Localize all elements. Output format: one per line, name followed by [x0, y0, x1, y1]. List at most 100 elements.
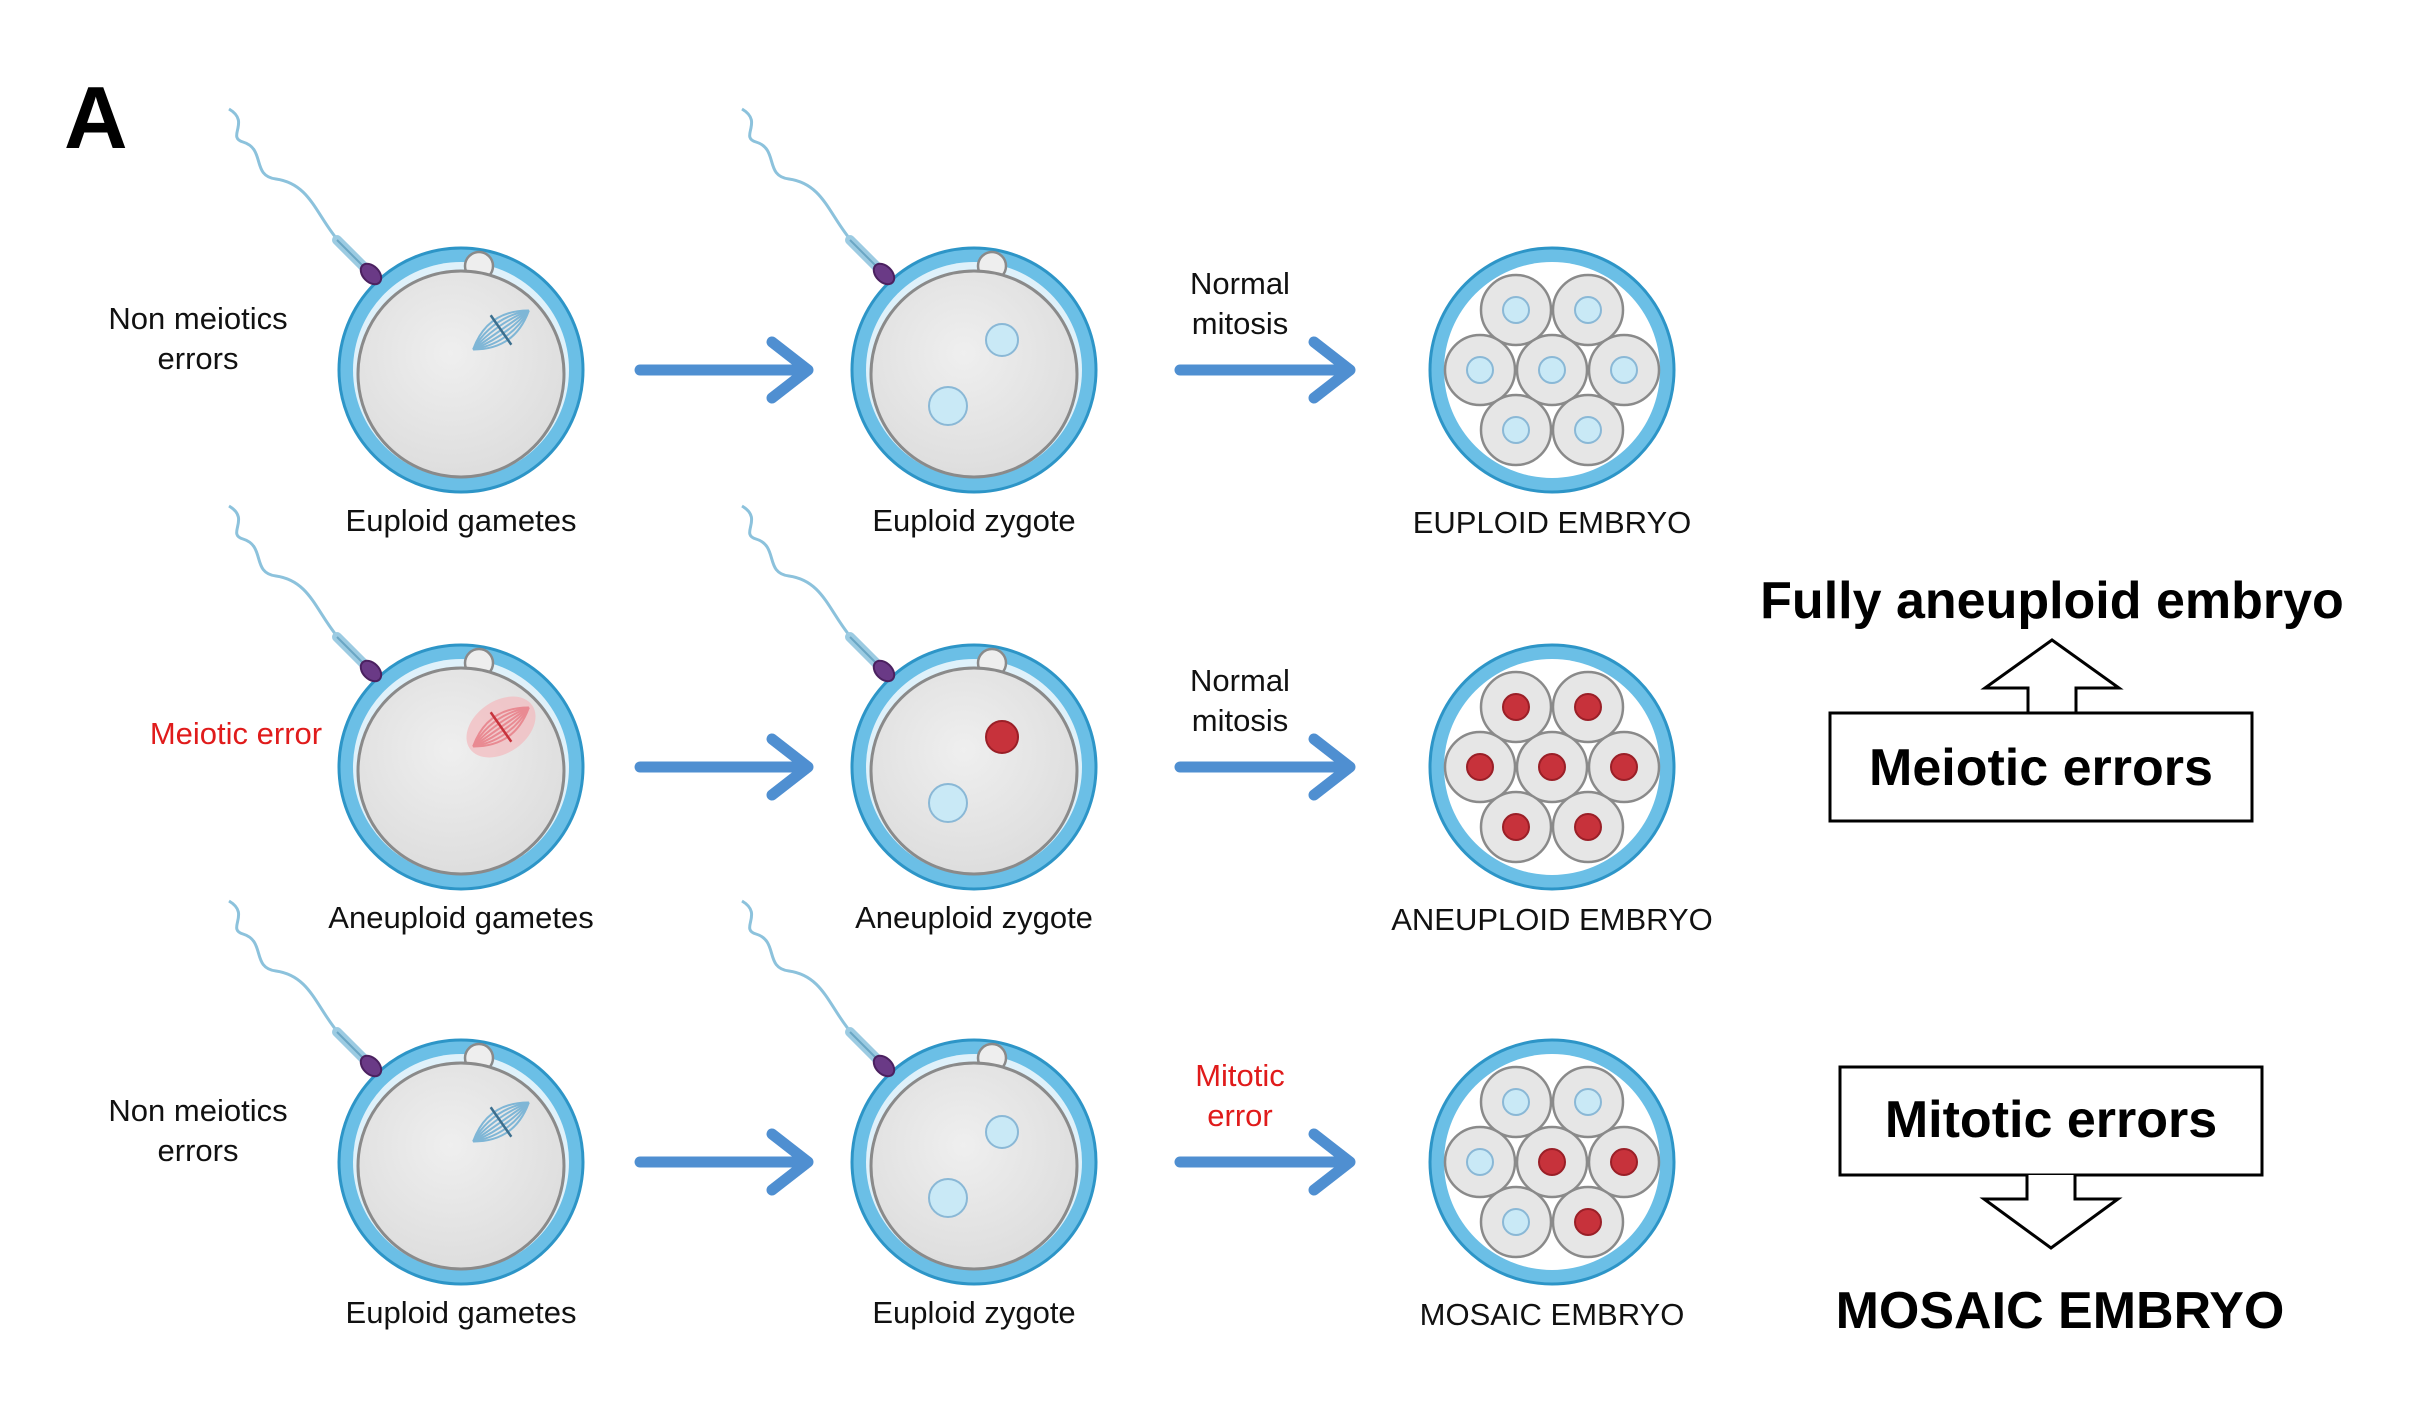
aneuploid-nucleus	[1574, 1208, 1602, 1236]
euploid-pronucleus	[928, 783, 968, 823]
arrow-head	[766, 733, 814, 801]
abnormal-spindle	[466, 696, 536, 758]
mitosis-label: Normal	[1190, 266, 1290, 301]
euploid-nucleus	[1502, 296, 1530, 324]
euploid-nucleus	[1574, 296, 1602, 324]
zygote-label: Euploid zygote	[872, 1295, 1075, 1330]
sperm-midpiece-line	[336, 636, 364, 664]
euploid-nucleus	[1502, 1088, 1530, 1116]
metaphase-plate	[489, 711, 513, 743]
euploid-nucleus	[1574, 1088, 1602, 1116]
mitosis-label: mitosis	[1192, 306, 1288, 341]
aneuploid-nucleus	[1610, 1148, 1638, 1176]
aneuploid-nucleus	[1502, 813, 1530, 841]
euploid-nucleus	[1502, 416, 1530, 444]
euploid-nucleus	[1466, 1148, 1494, 1176]
oocyte-cytoplasm	[869, 269, 1079, 479]
sperm-tail	[741, 504, 856, 642]
sperm-head	[872, 262, 896, 286]
sperm-cell	[228, 899, 383, 1078]
oocyte-cytoplasm	[356, 666, 566, 876]
process-arrow	[634, 336, 814, 404]
up-outline-arrow	[1980, 638, 2124, 713]
meiotic-spindle	[472, 1101, 530, 1143]
zygote	[741, 107, 1098, 494]
gametes-oocyte	[228, 504, 585, 891]
process-arrow	[634, 733, 814, 801]
euploid-pronucleus	[985, 323, 1019, 357]
embryo	[1428, 1038, 1676, 1286]
meiotic-errors-label: Meiotic errors	[1869, 739, 2213, 797]
zygote	[741, 504, 1098, 891]
condition-label: Non meiotics	[108, 301, 287, 336]
zygote-label: Aneuploid zygote	[855, 900, 1093, 935]
sperm-cell	[741, 107, 896, 286]
arrow-head	[766, 1128, 814, 1196]
oocyte-cytoplasm	[356, 1061, 566, 1271]
aneuploid-nucleus	[1574, 693, 1602, 721]
mitotic-result-text: MOSAIC EMBRYO	[1836, 1282, 2285, 1340]
mitosis-label: Mitotic	[1195, 1058, 1285, 1093]
gametes-oocyte	[228, 107, 585, 494]
euploid-nucleus	[1466, 356, 1494, 384]
condition-label: Meiotic error	[150, 716, 322, 751]
oocyte-cytoplasm	[869, 666, 1079, 876]
metaphase-plate	[489, 314, 513, 346]
sperm-midpiece-line	[336, 1031, 364, 1059]
arrow-head	[1308, 1128, 1356, 1196]
process-arrow	[634, 1128, 814, 1196]
aneuploid-nucleus	[1538, 753, 1566, 781]
arrow-head	[1308, 733, 1356, 801]
panel-label: A	[64, 68, 128, 167]
sperm-tail	[741, 107, 856, 245]
sperm-cell	[741, 899, 896, 1078]
euploid-pronucleus	[985, 1115, 1019, 1149]
sperm-cell	[228, 504, 383, 683]
gametes-oocyte	[228, 899, 585, 1286]
sperm-head	[359, 659, 383, 683]
meiotic-spindle	[472, 309, 530, 351]
zygote-label: Euploid zygote	[872, 503, 1075, 538]
embryo-label: MOSAIC EMBRYO	[1420, 1297, 1685, 1332]
euploid-pronucleus	[928, 386, 968, 426]
sperm-head	[359, 262, 383, 286]
aneuploid-pronucleus	[985, 720, 1019, 754]
embryo	[1428, 246, 1676, 494]
embryo-label: ANEUPLOID EMBRYO	[1391, 902, 1713, 937]
sperm-head	[359, 1054, 383, 1078]
oocyte-cytoplasm	[356, 269, 566, 479]
condition-label: errors	[158, 341, 239, 376]
euploid-pronucleus	[928, 1178, 968, 1218]
mitotic-errors-box	[1838, 1065, 2264, 1177]
embryo	[1428, 643, 1676, 891]
mitosis-label: Normal	[1190, 663, 1290, 698]
aneuploid-nucleus	[1502, 693, 1530, 721]
aneuploid-nucleus	[1466, 753, 1494, 781]
sperm-midpiece-line	[336, 239, 364, 267]
sperm-head	[872, 659, 896, 683]
gametes-label: Euploid gametes	[346, 1295, 577, 1330]
sperm-cell	[228, 107, 383, 286]
condition-label: errors	[158, 1133, 239, 1168]
meiotic-result-text: Fully aneuploid embryo	[1760, 572, 2344, 630]
sperm-tail	[228, 504, 343, 642]
sperm-head	[872, 1054, 896, 1078]
gametes-label: Euploid gametes	[346, 503, 577, 538]
process-arrow	[1174, 733, 1356, 801]
gametes-label: Aneuploid gametes	[328, 900, 593, 935]
process-arrow	[1174, 1128, 1356, 1196]
mitosis-label: error	[1207, 1098, 1272, 1133]
sperm-tail	[228, 107, 343, 245]
sperm-midpiece-line	[849, 239, 877, 267]
sperm-tail	[741, 899, 856, 1037]
sperm-tail	[228, 899, 343, 1037]
aneuploid-nucleus	[1610, 753, 1638, 781]
euploid-nucleus	[1610, 356, 1638, 384]
embryo-label: EUPLOID EMBRYO	[1413, 505, 1692, 540]
euploid-nucleus	[1574, 416, 1602, 444]
